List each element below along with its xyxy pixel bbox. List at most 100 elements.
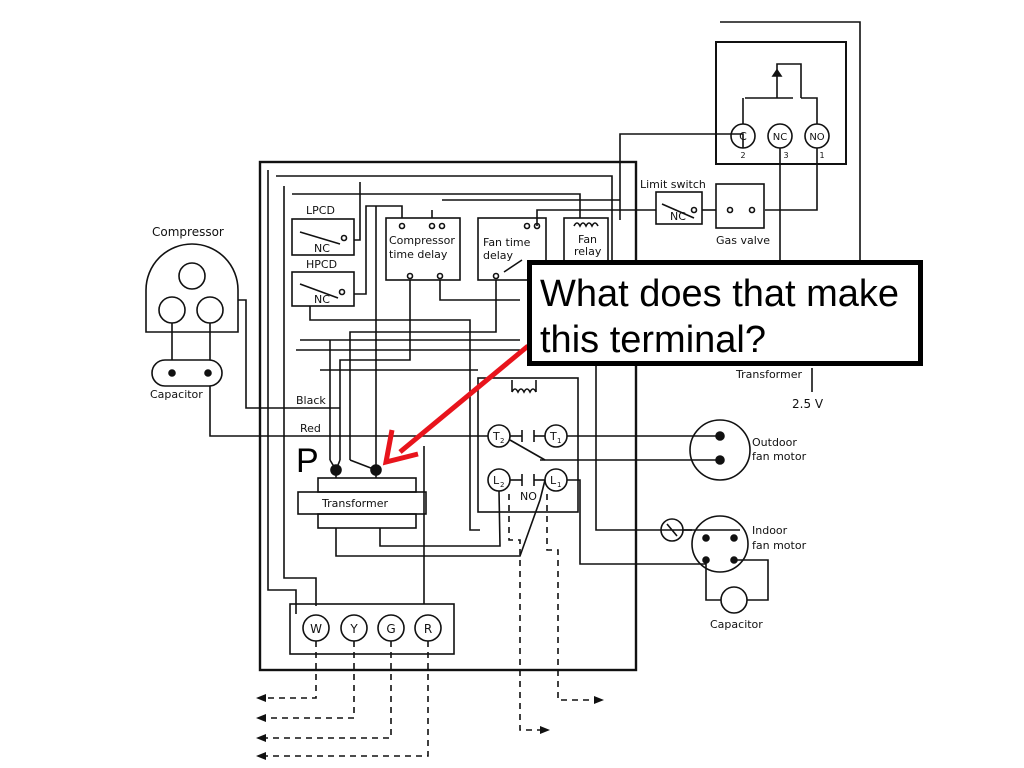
small-transformer-label: Transformer [735,368,802,381]
fan-relay-label-2: relay [574,245,602,258]
limit-switch-box [655,191,703,225]
wire-black [238,299,340,409]
ctd-contact-2 [428,222,436,230]
wire-fan-delay-limit [536,209,656,226]
indoor-fan-motor [691,515,749,573]
lead-l1-out [546,494,598,701]
arrowhead-l2-icon [540,726,550,734]
terminal-g-label: G [386,622,395,636]
compressor-label: Compressor [152,225,224,239]
lpcd-nc-label: NC [314,242,330,255]
wire-relay-c [619,133,744,220]
outdoor-label-2: fan motor [752,450,807,463]
lead-r [262,641,429,757]
capacitor-right-label: Capacitor [710,618,763,631]
wire-bundle-4 [292,193,581,218]
black-wire-label: Black [296,394,326,407]
fan-time-delay-box [477,217,547,281]
wire-term-b-1 [349,459,377,471]
relay-no-label: NO [809,132,824,143]
wire-relay-out [846,21,861,290]
hpcd-nc-label: NC [314,293,330,306]
limit-switch-label: Limit switch [640,178,706,191]
ctd-contact-3 [438,222,446,230]
wire-relay-no-gas [765,148,818,211]
limit-switch-nc: NC [670,210,686,223]
wire-hpcd-ctd [354,205,403,295]
terminal-r-label: R [424,622,432,636]
outdoor-terminal-a [715,431,725,441]
indoor-terminal-a [702,534,710,542]
wire-red [209,386,490,437]
transformer-bottom-plate [317,513,417,529]
contactor-coil-icon [511,388,537,394]
wire-lpcd-out [354,182,361,241]
wire-cap-right-a [705,560,721,601]
lpcd-switch [299,231,341,245]
transformer-top-plate [317,477,417,493]
relay-no-number: 1 [819,151,824,160]
ctd-label-2: time delay [389,248,448,261]
hpcd-box [291,271,355,307]
furnace-cabinet-outline [258,160,638,672]
capacitor-left-terminal-b [204,369,212,377]
relay-arrow-icon [771,68,783,77]
relay-nc-number: 3 [783,151,788,160]
arrowhead-r-icon [256,752,266,760]
wire-term-a-1 [335,459,341,471]
arrowhead-l1-icon [594,696,604,704]
wire-bundle-3 [283,186,317,606]
ctd-contact-1 [398,222,406,230]
ctd-label-1: Compressor [389,234,455,247]
contactor-box [477,377,579,513]
relay-no-wire [801,97,818,124]
l2-sub: 2 [500,481,504,489]
no-label: NO [520,490,537,503]
pointer-arrow-head-icon [382,429,419,466]
capacitor-left-label: Capacitor [150,388,203,401]
l1-label: L [550,474,557,487]
hpcd-switch [299,283,339,299]
l1-sub: 1 [557,481,561,489]
hpcd-contact [338,288,346,296]
ctd-contact-5 [436,272,444,280]
gas-valve-terminal-b [748,206,756,214]
thermal-protector-mark [666,523,678,537]
gas-valve-terminal-a [726,206,734,214]
arrowhead-g-icon [256,734,266,742]
gas-valve-box [715,183,765,229]
lead-w [262,641,317,699]
contact-cross [509,439,546,461]
lead-g [262,641,392,739]
question-callout: What does that make this terminal? [527,260,923,366]
wire-hpcd-down [309,306,480,531]
wire-ftd-transformer [349,280,497,460]
wire-transformer-l2 [335,479,546,557]
ftd-label-2: delay [483,249,514,262]
fan-relay-coil-icon [573,222,599,228]
red-wire-label: Red [300,422,321,435]
indoor-label-2: fan motor [752,539,807,552]
compressor-shape [145,243,239,333]
capacitor-left-terminal-a [168,369,176,377]
thermostat-terminal-strip [289,603,455,655]
lead-l2-out [508,494,540,731]
indoor-label-1: Indoor [752,524,788,537]
relay-c-number: 2 [740,151,745,160]
lead-y [262,641,355,719]
compressor-terminal-left [158,296,186,324]
wire-bundle-1 [267,170,297,614]
capacitor-right-shape [720,586,748,614]
outdoor-terminal-b [715,455,725,465]
wire-cap-right-b [734,559,769,601]
fan-relay-label-1: Fan [578,233,597,246]
callout-line-2: this terminal? [540,319,766,361]
compressor-time-delay-box [385,217,461,281]
lpcd-label: LPCD [306,204,335,217]
compressor-terminal-top [178,262,206,290]
relay-nc-label: NC [773,132,787,143]
arrowhead-w-icon [256,694,266,702]
outdoor-label-1: Outdoor [752,436,797,449]
indoor-terminal-b [730,534,738,542]
